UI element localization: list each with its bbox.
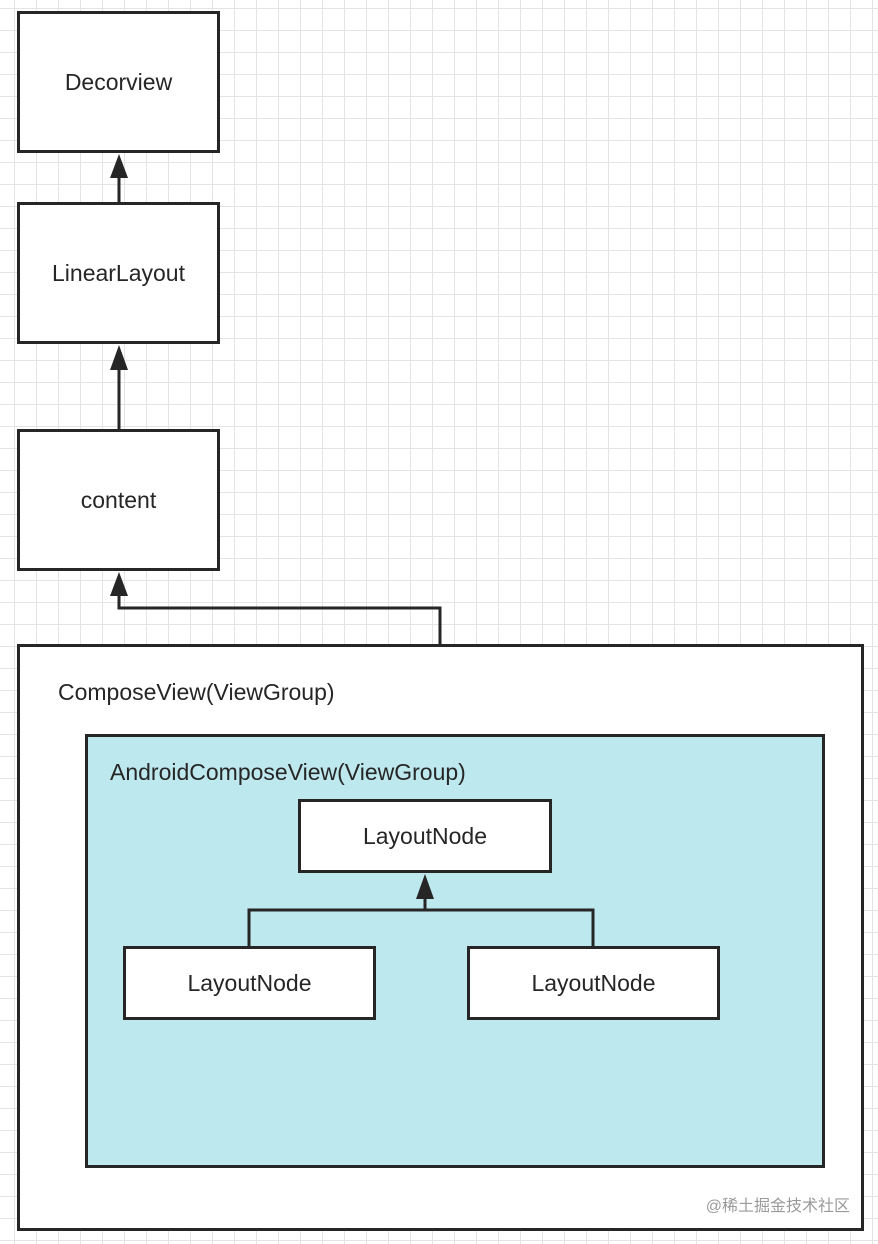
linearlayout-label: LinearLayout [52, 259, 185, 286]
layout-node-right: LayoutNode [467, 946, 720, 1020]
arrowhead-decorview [110, 154, 128, 178]
layout-node-parent-label: LayoutNode [362, 822, 488, 849]
layout-node-left: LayoutNode [123, 946, 376, 1020]
watermark: @稀土掘金技术社区 [705, 1198, 850, 1215]
layout-node-parent: LayoutNode [298, 799, 552, 873]
arrowhead-linearlayout [110, 345, 128, 370]
layout-node-right-label: LayoutNode [531, 969, 656, 996]
content-node: content [17, 429, 220, 571]
android-compose-view-label: AndroidComposeView(ViewGroup) [110, 759, 466, 785]
linearlayout-node: LinearLayout [17, 202, 220, 344]
edge-composeview-to-content [117, 594, 442, 644]
decorview-node: Decorview [17, 11, 220, 153]
layout-node-left-label: LayoutNode [187, 969, 312, 996]
arrowhead-content [110, 572, 128, 596]
compose-view-label: ComposeView(ViewGroup) [58, 679, 335, 705]
content-label: content [80, 486, 157, 513]
decorview-label: Decorview [64, 68, 173, 95]
compose-view-container: ComposeView(ViewGroup) AndroidComposeVie… [17, 644, 864, 1231]
